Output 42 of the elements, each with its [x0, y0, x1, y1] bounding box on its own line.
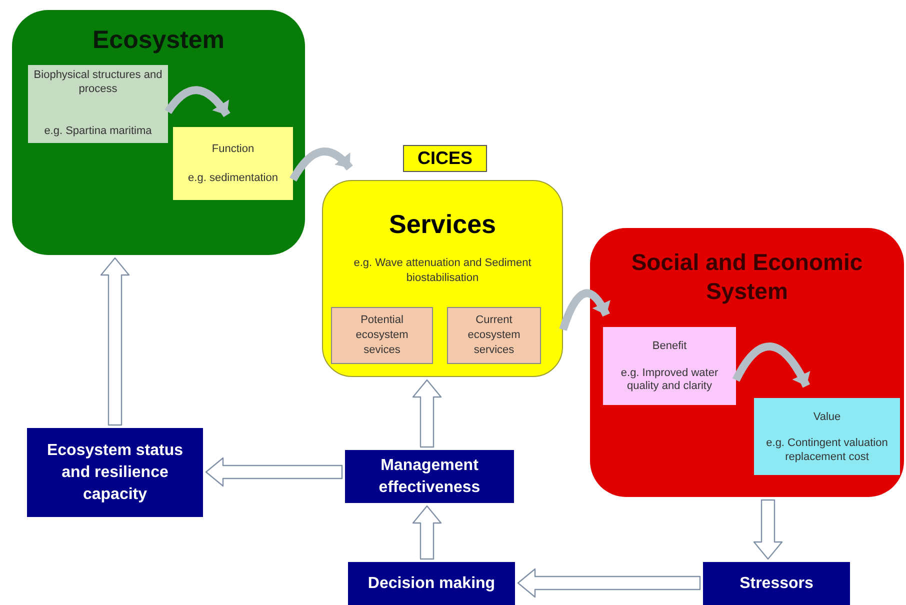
node-heading: Decision making — [368, 574, 496, 594]
ecosystem-panel — [12, 10, 305, 255]
node-heading: Services — [389, 208, 496, 241]
value-box — [754, 398, 900, 475]
node-heading: Value — [813, 410, 841, 424]
biophysical-box — [28, 65, 168, 143]
node-heading: Ecosystem status and resilience capacity — [46, 440, 184, 504]
node-heading: Biophysical structures and process — [32, 69, 164, 96]
node-example: e.g. Spartina maritima — [44, 124, 152, 138]
block-arrow — [753, 499, 783, 560]
cices-box — [403, 145, 487, 172]
node-example: e.g. Contingent valuation replacement cost — [765, 437, 889, 464]
node-example: e.g. sedimentation — [188, 170, 278, 186]
node-heading: Benefit — [652, 339, 687, 354]
block-arrow — [412, 379, 442, 448]
node-heading: CICES — [417, 147, 472, 170]
decision-box — [348, 562, 515, 605]
benefit-box — [603, 327, 736, 405]
node-heading: Social and Economic System — [630, 248, 864, 306]
block-arrow — [517, 568, 701, 598]
node-heading: Stressors — [740, 574, 814, 594]
stressors-box — [703, 562, 850, 605]
function-box — [173, 127, 293, 200]
current-services-box — [447, 307, 541, 364]
curved-arrow — [732, 342, 810, 388]
potential-services-box — [331, 307, 433, 364]
block-arrow — [205, 457, 343, 487]
node-example: e.g. Wave attenuation and Sediment biostabilisation — [352, 256, 532, 286]
node-example: e.g. Improved water quality and clarity — [620, 366, 720, 394]
status-box — [27, 428, 203, 517]
block-arrow — [100, 257, 130, 426]
management-box — [345, 450, 514, 503]
node-heading: Management effectiveness — [378, 456, 482, 498]
curved-arrow — [559, 289, 610, 332]
services-panel — [322, 180, 563, 377]
block-arrow — [412, 505, 442, 560]
curved-arrow — [290, 148, 353, 182]
node-heading: Current ecosystem services — [466, 312, 522, 358]
node-heading: Function — [212, 142, 254, 157]
social-economic-panel — [590, 228, 904, 497]
node-heading: Ecosystem — [92, 25, 225, 56]
node-heading: Potential ecosystem sevices — [354, 312, 410, 358]
